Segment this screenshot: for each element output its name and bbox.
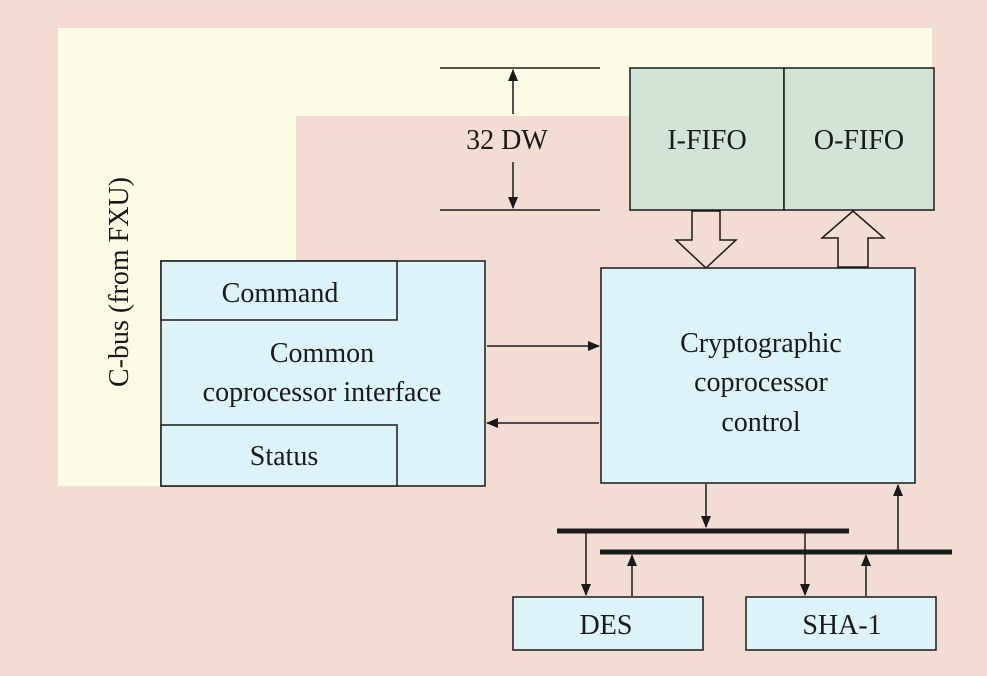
des-label: DES [580, 610, 633, 641]
crypto-label-line2: coprocessor [694, 367, 828, 398]
status-label: Status [250, 441, 318, 472]
des-box [512, 596, 704, 651]
ofifo-box [783, 67, 935, 211]
sha1-box [745, 596, 937, 651]
cci-label-line2: coprocessor interface [203, 377, 442, 408]
sha1-label: SHA-1 [802, 610, 881, 641]
control-to-ofifo-arrow [819, 210, 887, 268]
crypto-control-box [600, 267, 916, 484]
ififo-to-control-arrow [674, 210, 738, 270]
crypto-label-line1: Cryptographic [680, 328, 842, 359]
command-label: Command [222, 278, 339, 309]
status-box [160, 424, 398, 487]
ififo-label: I-FIFO [667, 125, 746, 156]
command-box [160, 260, 398, 321]
crypto-label-line3: control [721, 407, 801, 438]
cbus-label: C-bus (from FXU) [104, 177, 135, 387]
depth-label: 32 DW [466, 125, 548, 156]
ofifo-label: O-FIFO [814, 125, 904, 156]
ififo-box [629, 67, 785, 211]
cci-label-line1: Common [270, 338, 374, 369]
